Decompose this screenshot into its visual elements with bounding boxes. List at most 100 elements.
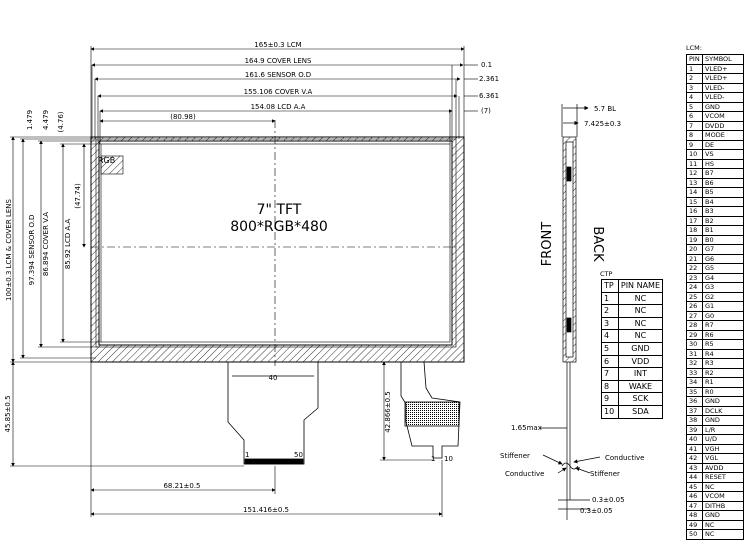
ctp-pin-name: VDD <box>617 354 664 369</box>
lcm-pin-number: 44 <box>686 472 703 483</box>
dimension-lines <box>10 46 478 517</box>
lcm-pin-name: B6 <box>702 177 744 188</box>
connector-pin-last: 10 <box>444 455 453 463</box>
lcm-pin-number: 8 <box>686 130 703 141</box>
lcm-pin-number: 16 <box>686 206 703 217</box>
dim-ctp-offset: 151.416±0.5 <box>243 506 289 514</box>
lcm-pin-number: 18 <box>686 225 703 236</box>
lcm-pin-name: GND <box>702 101 744 112</box>
lcm-pin-number: 13 <box>686 177 703 188</box>
dim-right-3: (7) <box>481 107 491 115</box>
lcm-pin-number: 19 <box>686 234 703 245</box>
lcm-pin-number: 35 <box>686 386 703 397</box>
lcm-pin-number: 43 <box>686 462 703 473</box>
lcm-pin-number: 46 <box>686 491 703 502</box>
dim-right-0: 0.1 <box>481 61 492 69</box>
lcm-pin-number: 3 <box>686 82 703 93</box>
lcm-pin-name: B4 <box>702 196 744 207</box>
lcm-pin-number: 30 <box>686 339 703 350</box>
lcm-pin-name: R6 <box>702 329 744 340</box>
lcm-pin-name: B2 <box>702 215 744 226</box>
lcm-pin-name: VS <box>702 149 744 160</box>
ctp-pin-name: NC <box>617 291 664 306</box>
lcm-pin-name: VLED- <box>702 92 744 103</box>
ctp-header-pin: TP <box>601 279 619 293</box>
lcm-pin-name: DVDD <box>702 120 744 131</box>
side-stiffener-1: Stiffener <box>500 452 530 460</box>
lcm-pin-name: GND <box>702 510 744 521</box>
panel-outline <box>90 136 465 363</box>
horizontal-dimension-labels: 165±0.3 LCM 164.9 COVER LENS 161.6 SENSO… <box>163 41 312 514</box>
lcm-pin-name: RESET <box>702 472 744 483</box>
lcm-pin-name: B1 <box>702 225 744 236</box>
side-conductive-2: Conductive <box>505 470 544 478</box>
ctp-pin-name: INT <box>617 367 664 381</box>
lcm-header-name: SYMBOL <box>702 54 744 65</box>
dim-half-height: (47.74) <box>74 183 82 209</box>
lcm-pin-name: DCLK <box>702 405 744 416</box>
panel-title-line1: 7" TFT <box>257 202 302 218</box>
connector-pin-first: 1 <box>431 455 435 463</box>
lcm-pin-number: 48 <box>686 510 703 521</box>
lcm-pin-number: 14 <box>686 187 703 198</box>
side-fpc-thickness-2: 0.3±0.05 <box>580 507 613 515</box>
lcm-pin-number: 38 <box>686 415 703 426</box>
side-max-label: 1.65max <box>511 424 542 432</box>
dim-cover-va-width: 155.106 COVER V.A <box>244 88 313 96</box>
lcm-pin-number: 41 <box>686 443 703 454</box>
lcm-pin-name: G5 <box>702 263 744 274</box>
lcm-pin-name: U/D <box>702 434 744 445</box>
dim-sensor-od-width: 161.6 SENSOR O.D <box>245 71 311 79</box>
ctp-pin-name: GND <box>617 341 664 356</box>
lcm-pin-name: NC <box>702 529 744 540</box>
lcm-pin-name: G0 <box>702 310 744 321</box>
fpc-center-label: 40 <box>269 374 278 382</box>
lcm-pin-name: G3 <box>702 282 744 293</box>
lcm-pin-number: 10 <box>686 149 703 160</box>
lcm-pin-number: 1 <box>686 63 703 74</box>
lcm-pin-number: 31 <box>686 348 703 359</box>
lcm-pin-number: 15 <box>686 196 703 207</box>
ctp-pin-name: NC <box>617 316 664 331</box>
ctp-pin-number: 10 <box>601 404 619 419</box>
dim-lcd-aa-width: 154.08 LCD A.A <box>251 103 306 111</box>
lcm-pin-name: B3 <box>702 206 744 217</box>
side-fpc-thickness-1: 0.3±0.05 <box>592 496 625 504</box>
